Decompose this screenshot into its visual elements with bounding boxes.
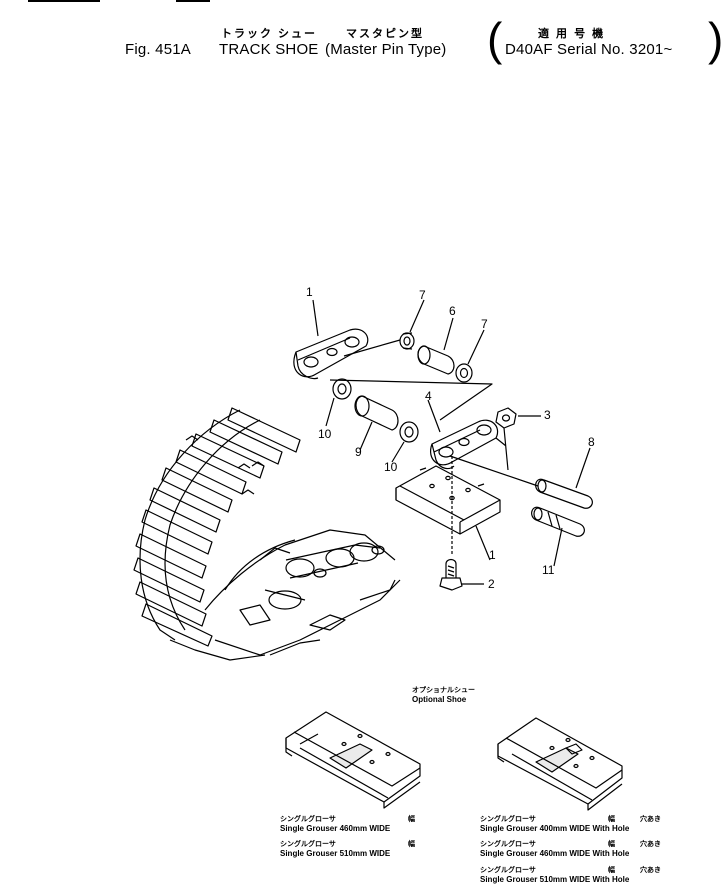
top-mark-left [28,0,100,2]
right-item-3-label: Single Grouser 510mm WIDE With Hole [480,875,630,884]
callout-6: 6 [449,304,456,318]
figure-title-type: (Master Pin Type) [325,41,447,58]
callout-1: 1 [489,548,496,562]
leader-11 [553,527,563,567]
open-paren: ( [487,13,503,65]
callout-8: 8 [588,435,595,449]
callout-5: 1 [306,285,313,299]
callout-7-lower: 7 [481,317,488,331]
callout-4: 4 [425,389,432,403]
seal-10-left [332,378,352,400]
close-paren: ) [708,13,724,65]
left-item-1-label: Single Grouser 460mm WIDE [280,824,391,833]
right-item-2-jp-hole: 穴あき [640,841,661,848]
pin-11 [531,506,585,537]
leader-8 [575,447,591,489]
callout-10-right: 10 [384,460,398,474]
leader-7-lower [467,329,485,365]
right-item-2-jp-width: 幅 [608,841,615,848]
left-item-2-jp: シングルグローサ [280,841,336,848]
bushing-9 [354,395,399,431]
right-item-1-label: Single Grouser 400mm WIDE With Hole [480,824,630,833]
right-item-1-jp-width: 幅 [608,816,615,823]
callout-3: 3 [544,408,551,422]
callout-11: 11 [542,563,555,577]
pin-8 [535,478,593,509]
shoe-plate-1 [395,465,501,535]
left-item-1-jp-width: 幅 [408,816,415,823]
seal-7-upper [399,332,415,350]
left-item-2-jp-width: 幅 [408,841,415,848]
seal-7-lower [455,363,473,383]
right-item-3-jp-hole: 穴あき [640,867,661,874]
track-chain-drawing [133,407,401,661]
serial-range: D40AF Serial No. 3201~ [505,41,673,58]
figure-title: TRACK SHOE [219,41,319,58]
jp-title-master-pin: マスタピン型 [346,28,424,40]
right-item-1-jp-hole: 穴あき [640,816,661,823]
right-item-1-jp: シングルグローサ [480,816,536,823]
top-mark-mid [176,0,210,2]
bolt-2 [439,558,463,591]
nut-3 [495,407,517,429]
left-item-2-label: Single Grouser 510mm WIDE [280,849,391,858]
leader-4 [427,399,441,433]
seal-10-right [399,421,419,443]
optional-shoe-jp-heading: オプショナルシュー [412,687,475,694]
leader-6 [443,317,454,351]
leader-9 [359,421,373,451]
optional-shoe-left-drawing [285,711,421,809]
callout-9: 9 [355,445,362,459]
callout-7-upper: 7 [419,288,426,302]
callout-10-left: 10 [318,427,332,441]
leader-10-left [325,397,335,427]
figure-label: Fig. 451A [125,41,192,58]
leader-5 [312,299,319,337]
leader-1 [475,525,491,561]
right-item-3-jp: シングルグローサ [480,867,536,874]
callout-2: 2 [488,577,495,591]
optional-shoe-right-drawing [497,717,623,811]
jp-applicable-models: 適 用 号 機 [538,28,606,40]
right-item-3-jp-width: 幅 [608,867,615,874]
right-item-2-jp: シングルグローサ [480,841,536,848]
leader-7-upper [409,299,425,333]
master-link-5 [293,328,369,380]
left-item-1-jp: シングルグローサ [280,816,336,823]
leader-10-right [391,441,405,463]
right-item-2-label: Single Grouser 460mm WIDE With Hole [480,849,630,858]
optional-shoe-heading: Optional Shoe [412,695,467,704]
bushing-6 [417,345,455,375]
jp-title-track-shoe: トラック シュー [221,28,318,40]
